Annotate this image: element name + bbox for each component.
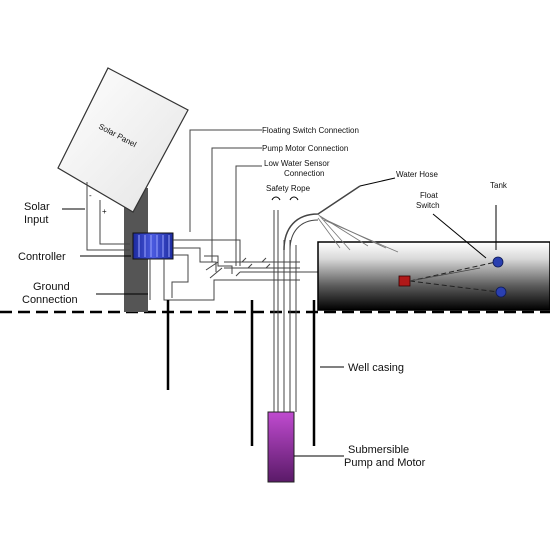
float-ball-lower xyxy=(495,286,507,298)
water-hose xyxy=(283,185,361,251)
water-spray xyxy=(317,213,399,253)
pump-label-1: Submersible xyxy=(348,444,409,456)
low-water-label-1: Low Water Sensor xyxy=(264,159,330,168)
controller-fins xyxy=(138,235,170,257)
controller-label: Controller xyxy=(18,251,66,263)
minus-sign: - xyxy=(89,191,92,200)
floating-switch-wire xyxy=(189,129,262,232)
tank-label: Tank xyxy=(490,181,508,190)
ground-label-2: Connection xyxy=(22,294,78,306)
low-water-label-2: Connection xyxy=(284,169,324,178)
label-pointers xyxy=(62,177,497,457)
pump-label-2: Pump and Motor xyxy=(344,457,426,469)
solar-input-label-2: Input xyxy=(24,214,48,226)
float-switch-label-2: Switch xyxy=(416,201,440,210)
solar-panel xyxy=(57,67,189,213)
pump-motor-label: Pump Motor Connection xyxy=(262,144,348,153)
float-ball-upper xyxy=(492,256,504,268)
floating-switch-label: Floating Switch Connection xyxy=(262,126,359,135)
water-hose-label: Water Hose xyxy=(396,170,438,179)
controller-box xyxy=(132,232,174,260)
float-switch-label-1: Float xyxy=(420,191,439,200)
low-water-wire xyxy=(235,165,262,266)
well-pipes xyxy=(273,210,297,412)
pump-motor-wire xyxy=(211,147,262,262)
float-wire-upper xyxy=(409,261,497,282)
ground-label-1: Ground xyxy=(33,281,70,293)
float-switch-box xyxy=(398,275,411,287)
plus-sign: + xyxy=(102,207,107,216)
solar-input-wire-plus xyxy=(99,200,130,245)
submersible-pump xyxy=(267,411,295,483)
safety-rope-label: Safety Rope xyxy=(266,184,311,193)
solar-input-label-1: Solar xyxy=(24,201,50,213)
float-wire-inner xyxy=(409,267,481,282)
float-wire-lower xyxy=(409,280,499,293)
solar-input-wire-minus xyxy=(86,182,130,251)
controller-wiring xyxy=(149,239,318,301)
well-casing-label: Well casing xyxy=(348,362,404,374)
water-hose-inner xyxy=(289,219,319,251)
